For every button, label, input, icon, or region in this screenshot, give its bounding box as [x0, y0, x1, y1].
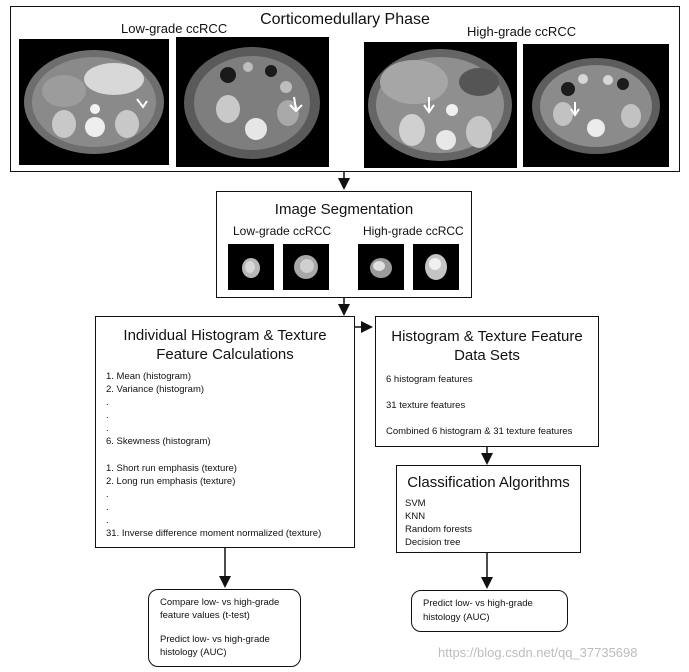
data-set-item: Combined 6 histogram & 31 texture featur… [386, 426, 573, 437]
comparison-result-box: Compare low- vs high-grade feature value… [148, 589, 301, 667]
arrow-to-segmentation [338, 172, 350, 190]
watermark: https://blog.csdn.net/qq_37735698 [438, 645, 638, 660]
feature-item: 2. Variance (histogram) [106, 384, 205, 395]
image-segmentation-panel: Image Segmentation Low-grade ccRCC High-… [216, 191, 472, 298]
feature-item: . [106, 502, 109, 513]
feature-item: 31. Inverse difference moment normalized… [106, 528, 322, 539]
segmented-tumor-low-1 [228, 244, 274, 290]
data-set-item: 6 histogram features [386, 374, 473, 385]
ct-scan-high-1 [364, 42, 517, 168]
result-left-line: feature values (t-test) [160, 610, 250, 621]
segmented-tumor-low-2 [283, 244, 329, 290]
feature-calculations-panel: Individual Histogram & Texture Feature C… [95, 316, 355, 548]
segmented-tumor-high-1 [358, 244, 404, 290]
result-left-line: Predict low- vs high-grade [160, 634, 270, 645]
feature-item: 1. Mean (histogram) [106, 371, 192, 382]
low-grade-label-seg: Low-grade ccRCC [233, 224, 332, 238]
result-right-line: histology (AUC) [423, 612, 490, 623]
data-sets-panel: Histogram & Texture Feature Data Sets 6 … [375, 316, 599, 447]
arrow-to-feature-calculations [338, 298, 350, 316]
arrow-to-data-sets [355, 321, 373, 333]
ct-scan-low-1 [19, 39, 169, 165]
feature-item: 6. Skewness (histogram) [106, 436, 211, 447]
segmentation-title: Image Segmentation [274, 201, 414, 218]
low-grade-label-top: Low-grade ccRCC [121, 21, 228, 36]
data-set-item: 31 texture features [386, 400, 466, 411]
arrow-to-classification [481, 447, 493, 465]
feature-item: . [106, 410, 109, 421]
data-sets-title-line2: Data Sets [454, 347, 520, 364]
result-left-line: histology (AUC) [160, 647, 227, 658]
arrow-to-prediction-right [481, 553, 493, 589]
ct-scan-low-2 [176, 37, 329, 167]
classification-algorithms-panel: Classification Algorithms SVM KNN Random… [396, 465, 581, 553]
prediction-result-box: Predict low- vs high-grade histology (AU… [411, 590, 568, 632]
algorithm-item: Random forests [405, 524, 473, 535]
feature-item: . [106, 515, 109, 526]
feature-calculations-title-line1: Individual Histogram & Texture [123, 327, 327, 344]
classification-title: Classification Algorithms [407, 474, 570, 491]
feature-item: . [106, 489, 109, 500]
result-right-line: Predict low- vs high-grade [423, 598, 533, 609]
arrow-to-comparison-left [219, 548, 231, 588]
feature-calculations-title-line2: Feature Calculations [156, 346, 294, 363]
segmented-tumor-high-2 [413, 244, 459, 290]
algorithm-item: KNN [405, 511, 426, 522]
algorithm-item: Decision tree [405, 537, 461, 548]
feature-item: 2. Long run emphasis (texture) [106, 476, 236, 487]
corticomedullary-title: Corticomedullary Phase [260, 11, 430, 28]
data-sets-title-line1: Histogram & Texture Feature [391, 328, 583, 345]
feature-item: 1. Short run emphasis (texture) [106, 463, 237, 474]
high-grade-label-seg: High-grade ccRCC [363, 224, 464, 238]
feature-item: . [106, 397, 109, 408]
algorithm-item: SVM [405, 498, 426, 509]
result-left-line: Compare low- vs high-grade [160, 597, 280, 608]
corticomedullary-phase-panel: Corticomedullary Phase Low-grade ccRCC H… [10, 6, 680, 172]
feature-item: . [106, 423, 109, 434]
high-grade-label-top: High-grade ccRCC [467, 24, 577, 39]
ct-scan-high-2 [523, 44, 669, 167]
